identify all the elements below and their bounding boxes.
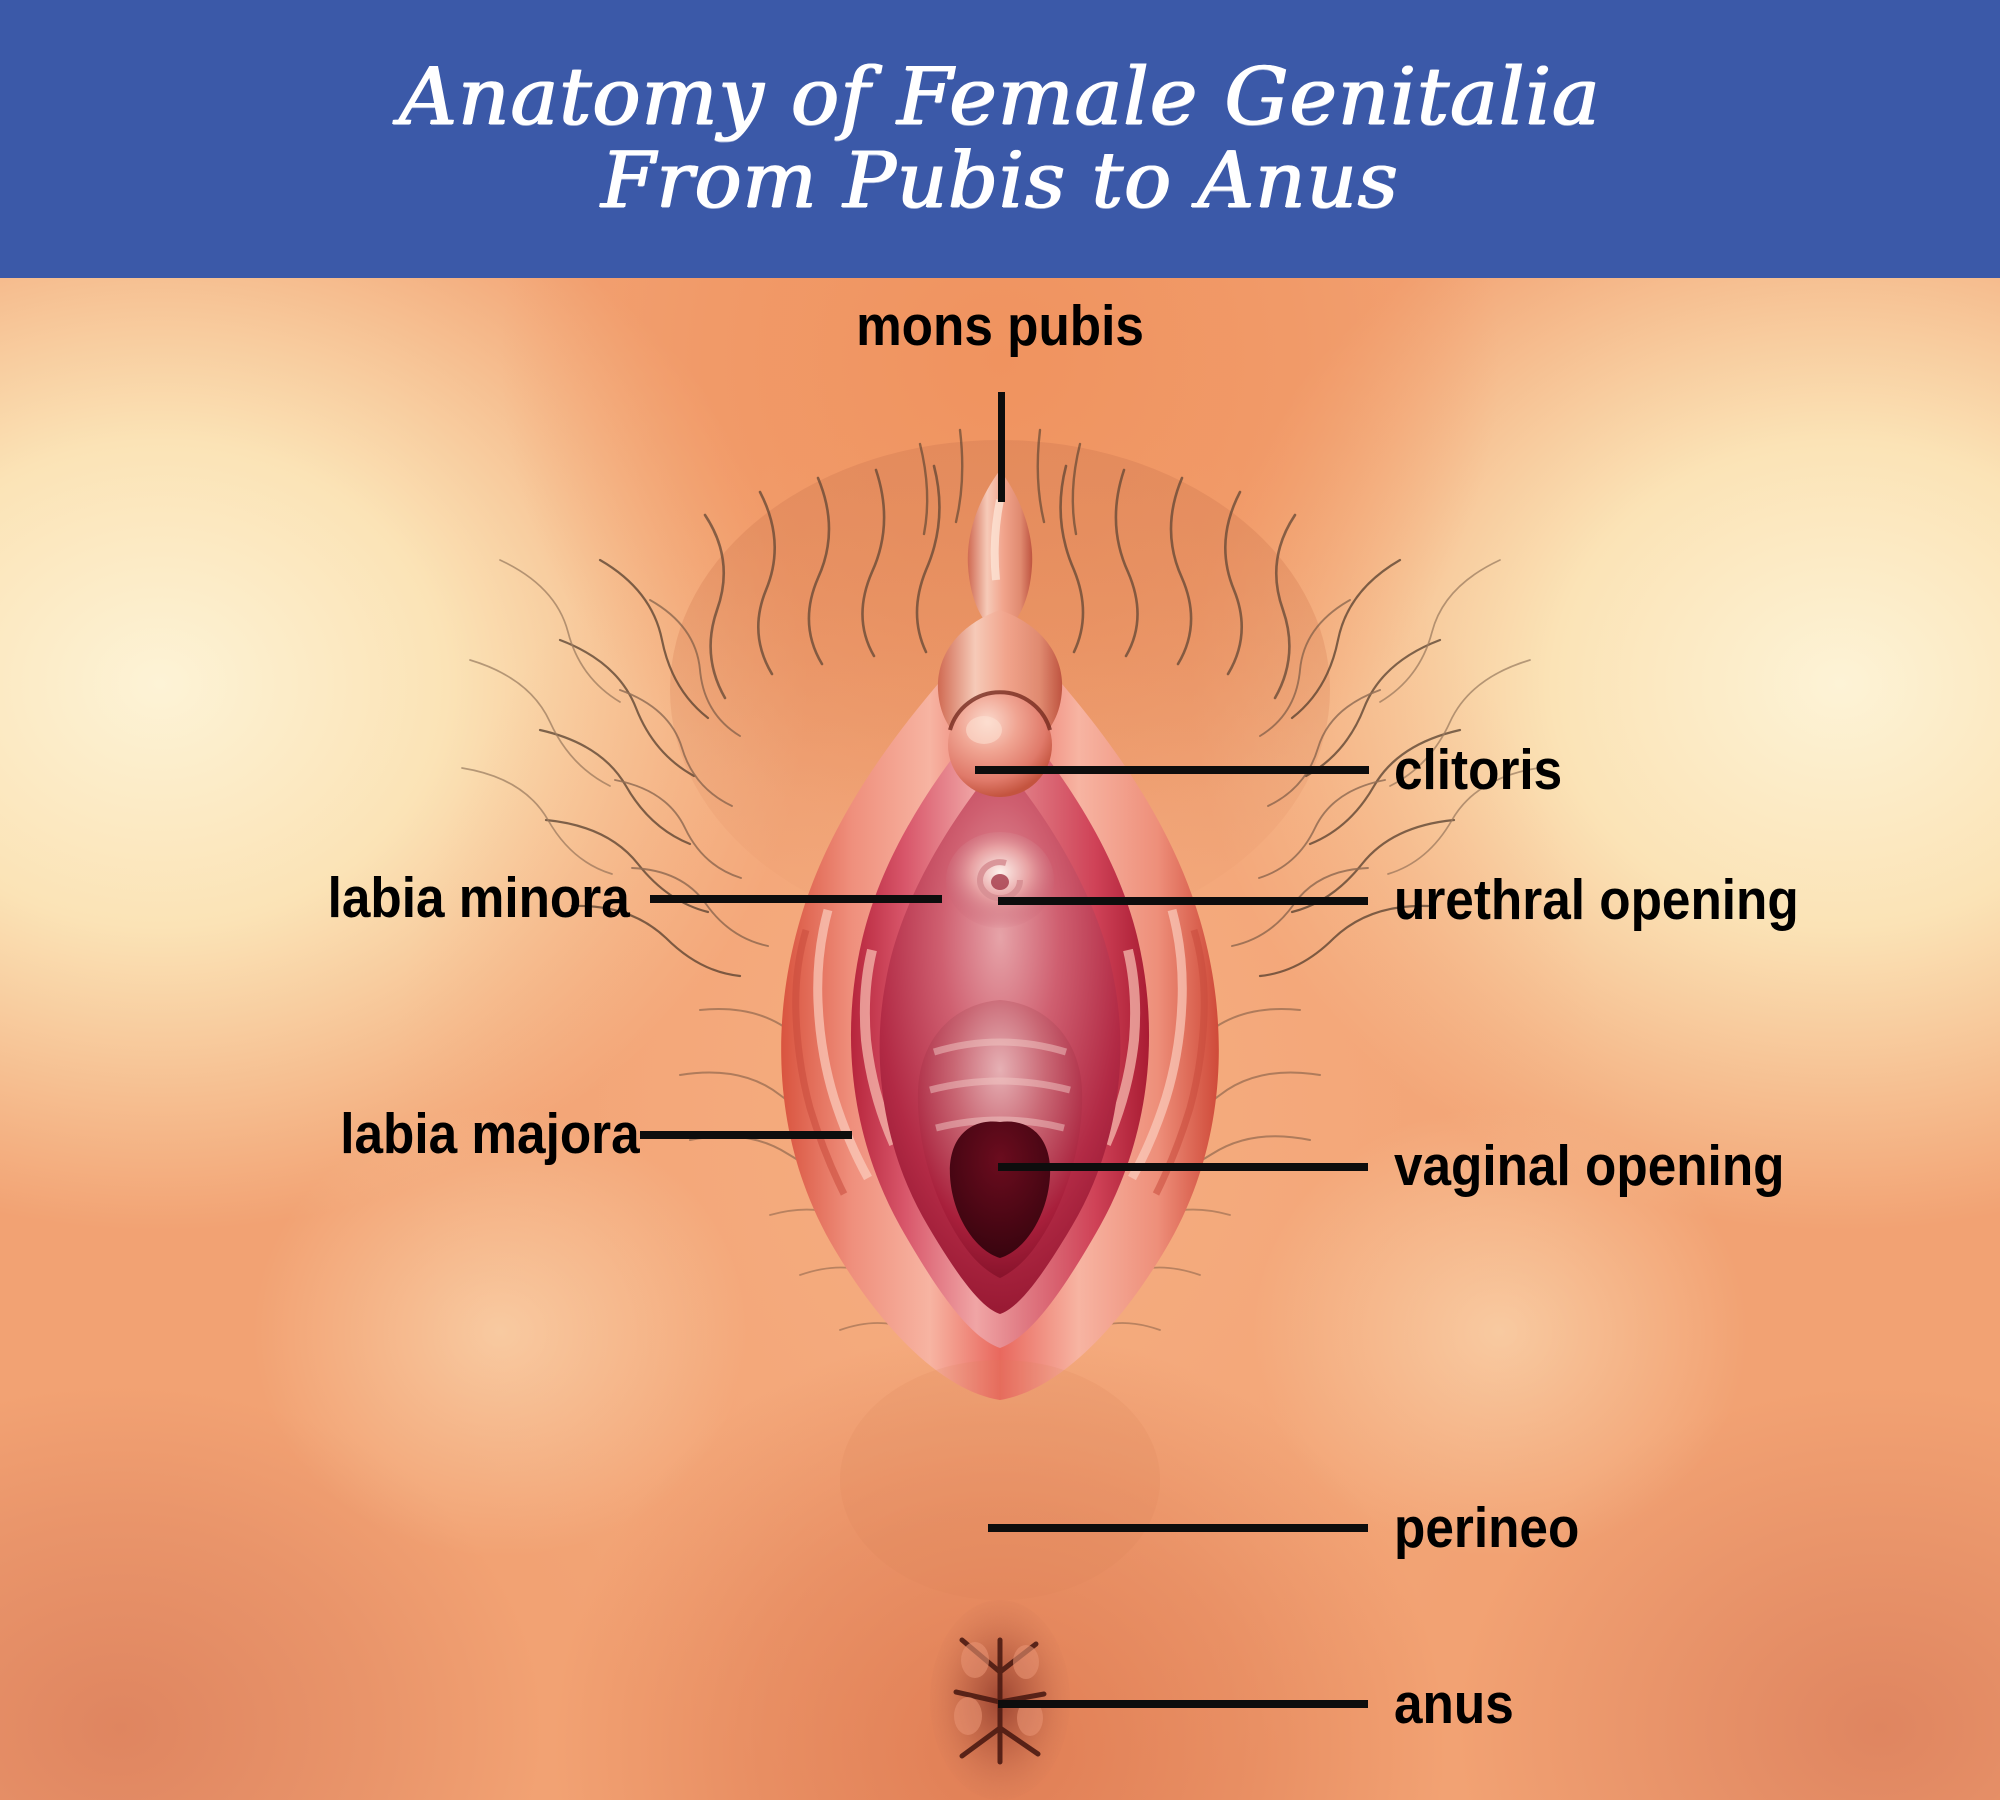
label-clitoris: clitoris (1394, 738, 1563, 802)
leader-line-labia-minora (650, 895, 942, 903)
leader-line-labia-majora (640, 1131, 852, 1139)
leader-line-mons-pubis (998, 392, 1005, 502)
leader-line-urethral-opening (998, 897, 1368, 905)
label-urethral-opening: urethral opening (1394, 868, 1799, 932)
title-banner: Anatomy of Female Genitalia From Pubis t… (0, 0, 2000, 278)
label-labia-minora: labia minora (327, 866, 630, 930)
leader-line-anus (998, 1700, 1368, 1708)
label-labia-majora: labia majora (340, 1102, 640, 1166)
label-vaginal-opening: vaginal opening (1394, 1134, 1785, 1198)
leader-line-clitoris (975, 766, 1369, 774)
label-mons-pubis: mons pubis (856, 294, 1144, 358)
clitoris-glans (948, 690, 1052, 797)
leader-line-vaginal-opening (998, 1163, 1368, 1171)
title-line-1: Anatomy of Female Genitalia (399, 50, 1601, 144)
title-line-2: From Pubis to Anus (601, 136, 1399, 227)
urethral-opening-shape (946, 832, 1054, 928)
label-anus: anus (1394, 1672, 1514, 1736)
label-perineo: perineo (1394, 1496, 1580, 1560)
vaginal-opening-shape (949, 1121, 1051, 1258)
vaginal-canal (917, 1000, 1083, 1278)
leader-line-perineo (988, 1524, 1368, 1532)
